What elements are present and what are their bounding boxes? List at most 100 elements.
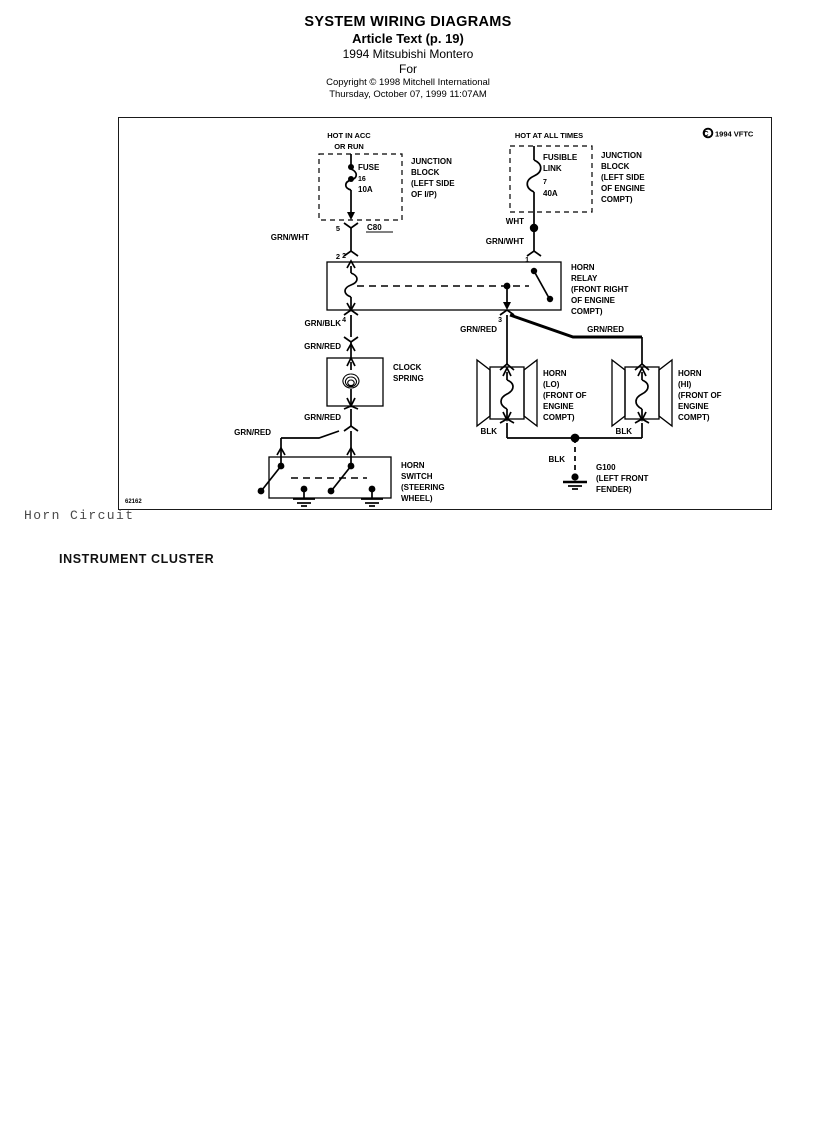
relay-to-clock-spring-wiring: GRN/BLK GRN/RED: [304, 315, 359, 358]
horn-hi-label-2: (HI): [678, 380, 692, 389]
wiring-diagram-frame: C 1994 VFTC HOT IN ACC OR RUN FUSE 16 10…: [118, 117, 772, 510]
horn-switch-left-blade: [261, 465, 282, 491]
copyright-text: Copyright © 1998 Mitchell International: [326, 77, 490, 88]
horn-hi-bottom-arrow: [637, 411, 647, 422]
clock-spring-label-1: CLOCK: [393, 363, 422, 372]
wire-label-grn-wht-right: GRN/WHT: [486, 237, 524, 246]
relay-pin1-number: 1: [525, 257, 529, 264]
horn-lo-label-5: COMPT): [543, 413, 575, 422]
clock-spring-top-arrow: [346, 356, 356, 367]
wire-label-blk-lo: BLK: [481, 427, 498, 436]
ground-wiring: BLK BLK BLK G100 (LEFT FRONT FENDER): [481, 423, 649, 494]
for-label: For: [399, 62, 417, 76]
horn-hi-label-1: HORN: [678, 369, 702, 378]
right-block-label-3: (LEFT SIDE: [601, 173, 645, 182]
fusible-link-label-2: LINK: [543, 164, 562, 173]
left-block-label-1: JUNCTION: [411, 157, 452, 166]
horn-hi: HORN (HI) (FRONT OF ENGINE COMPT): [611, 358, 722, 428]
relay-label-4: OF ENGINE: [571, 296, 616, 305]
left-power-source: HOT IN ACC OR RUN FUSE 16 10A JUNCTION B…: [318, 131, 455, 221]
relay-pin1-bracket: [526, 249, 542, 257]
horn-hi-label-3: (FRONT OF: [678, 391, 722, 400]
ground-location-1: (LEFT FRONT: [596, 474, 649, 483]
relay-contact-point: [546, 295, 554, 303]
left-block-label-4: OF I/P): [411, 190, 437, 199]
copyright-icon-inner: [704, 129, 712, 137]
horn-lo-bell-right: [523, 358, 538, 428]
horn-hi-bell-right: [658, 358, 673, 428]
horn-switch-label-3: (STEERING: [401, 483, 445, 492]
left-junction-block-outline: [318, 153, 403, 221]
right-block-label-2: BLOCK: [601, 162, 630, 171]
left-fuse-number: 16: [358, 176, 366, 183]
left-fuse-label: FUSE: [358, 163, 380, 172]
fusible-link-rating: 40A: [543, 189, 558, 198]
vendor-copyright-mark: C 1994 VFTC: [702, 127, 754, 139]
wire-label-grn-red-cs-out: GRN/RED: [304, 413, 341, 422]
ground-location-2: FENDER): [596, 485, 632, 494]
left-fuse-arrow: [347, 212, 355, 220]
horn-lo-top-arrow: [502, 366, 512, 377]
left-supply-header-line2: OR RUN: [334, 142, 364, 151]
page-title: SYSTEM WIRING DIAGRAMS: [304, 14, 512, 30]
horn-hi-bottom-bracket: [634, 418, 650, 424]
clock-spring-outline: [326, 357, 384, 407]
relay-pin4-number: 4: [342, 317, 346, 324]
wire-label-grn-red-relay: GRN/RED: [460, 325, 497, 334]
horn-hi-coil: [635, 379, 649, 410]
horn-switch-right-contact: [327, 487, 335, 495]
grn-red-upper-arrow: [346, 342, 356, 352]
horn-lo-bottom-bracket: [499, 418, 515, 424]
horn-lo: HORN (LO) (FRONT OF ENGINE COMPT): [476, 358, 587, 428]
instrument-cluster-heading: INSTRUMENT CLUSTER: [59, 552, 215, 566]
document-header: SYSTEM WIRING DIAGRAMS Article Text (p. …: [0, 14, 816, 101]
horn-circuit-schematic: C 1994 VFTC HOT IN ACC OR RUN FUSE 16 10…: [125, 127, 754, 507]
page-subtitle: Article Text (p. 19): [352, 31, 464, 46]
relay-label-1: HORN: [571, 263, 595, 272]
right-block-label-5: COMPT): [601, 195, 633, 204]
horn-switch-left-arrow: [276, 446, 286, 456]
left-fuse-mid-terminal: [348, 176, 354, 182]
c80-pin5-bracket: [343, 222, 359, 230]
c80-name-label: C80: [367, 223, 382, 232]
wire-label-wht: WHT: [506, 217, 524, 226]
relay-pin2-number: 2: [342, 253, 346, 260]
horn-hi-top-bracket: [634, 362, 650, 371]
horn-switch-right-blade: [331, 465, 352, 491]
c80-pin-top-number: 5: [336, 224, 340, 233]
horn-switch-label-1: HORN: [401, 461, 425, 470]
horn-switch-right-arrow: [346, 446, 356, 456]
relay-common-arrow: [503, 302, 511, 310]
right-power-source: HOT AT ALL TIMES FUSIBLE LINK 7 40A JUNC…: [486, 131, 646, 264]
horn-hi-label-4: ENGINE: [678, 402, 709, 411]
wire-label-blk-ground: BLK: [549, 455, 566, 464]
wire-label-grn-blk: GRN/BLK: [305, 319, 342, 328]
timestamp-text: Thursday, October 07, 1999 11:07AM: [329, 89, 487, 100]
relay-label-5: COMPT): [571, 307, 603, 316]
copyright-glyph: C: [703, 131, 708, 138]
relay-coil-top-arrow: [346, 259, 356, 269]
fusible-link-number: 7: [543, 179, 547, 186]
relay-label-2: RELAY: [571, 274, 598, 283]
c80-pin-bottom-number: 2: [336, 252, 340, 261]
horn-lo-bell-left: [476, 358, 491, 428]
clock-spring-spiral-icon: [342, 373, 360, 389]
relay-pin4-bracket: [343, 308, 359, 316]
connector-c80: 5 2 C80 GRN/WHT: [271, 222, 393, 261]
relay-pin3-number: 3: [498, 317, 502, 324]
wire-label-grn-red-upper: GRN/RED: [304, 342, 341, 351]
horn-lo-top-bracket: [499, 362, 515, 371]
horn-hi-top-arrow: [637, 366, 647, 377]
horn-lo-label-2: (LO): [543, 380, 560, 389]
relay-pin3-bracket: [499, 308, 515, 316]
horn-lo-label-3: (FRONT OF: [543, 391, 587, 400]
horn-lo-bottom-arrow: [502, 411, 512, 422]
wire-label-grn-red-switch: GRN/RED: [234, 428, 271, 437]
horn-switch: HORN SWITCH (STEERING WHEEL): [257, 446, 445, 507]
clock-spring: CLOCK SPRING: [326, 356, 424, 408]
horn-hi-bell-left: [611, 358, 626, 428]
horn-switch-outline: [268, 456, 392, 499]
horn-lo-label-4: ENGINE: [543, 402, 574, 411]
left-supply-header-line1: HOT IN ACC: [327, 131, 371, 140]
switch-left-branch-wire: [281, 430, 340, 439]
